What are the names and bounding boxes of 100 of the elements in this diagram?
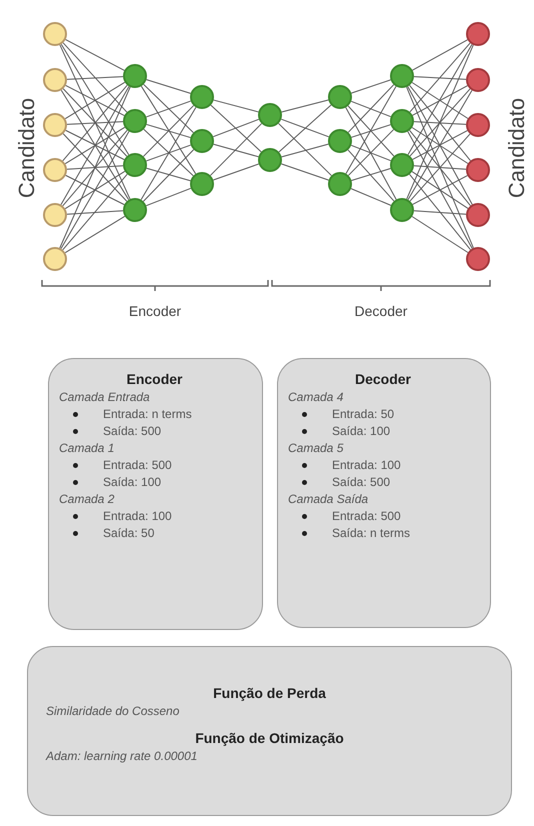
connection-line bbox=[348, 129, 394, 176]
layer-label: Similaridade do Cosseno bbox=[46, 704, 180, 718]
neuron-circle bbox=[328, 129, 352, 153]
neuron-circle bbox=[43, 68, 67, 92]
neuron-circle bbox=[43, 158, 67, 182]
connection-line bbox=[345, 107, 397, 200]
list-item: Entrada: 100 bbox=[332, 458, 401, 472]
connection-line bbox=[64, 216, 126, 254]
connection-line bbox=[143, 84, 194, 134]
connection-line bbox=[345, 86, 397, 174]
connection-line bbox=[60, 130, 130, 250]
connection-line bbox=[213, 100, 259, 112]
list-item: Entrada: 50 bbox=[332, 407, 394, 421]
neuron-circle bbox=[190, 129, 214, 153]
neuron-circle bbox=[43, 113, 67, 137]
neuron-circle bbox=[390, 64, 414, 88]
neuron-circle bbox=[123, 109, 147, 133]
connection-line bbox=[60, 44, 130, 156]
neuron-circle bbox=[466, 68, 490, 92]
connection-line bbox=[281, 144, 329, 158]
section-label: Decoder bbox=[354, 303, 408, 319]
neuron-circle bbox=[43, 247, 67, 271]
card-heading: Função de Perda bbox=[212, 685, 327, 701]
neuron-circle bbox=[123, 198, 147, 222]
connection-line bbox=[62, 174, 128, 250]
info-card bbox=[48, 358, 263, 630]
connection-line bbox=[210, 123, 262, 176]
connection-line bbox=[350, 100, 392, 118]
list-item: Saída: 500 bbox=[332, 475, 390, 489]
layer-label: Camada 1 bbox=[59, 441, 116, 455]
info-card bbox=[277, 358, 491, 628]
connection-line bbox=[213, 144, 259, 158]
card-heading: Função de Otimização bbox=[194, 730, 345, 746]
connection-line bbox=[412, 39, 468, 71]
connection-line bbox=[146, 168, 191, 182]
list-item: Saída: n terms bbox=[332, 526, 410, 540]
connection-line bbox=[348, 105, 394, 157]
axis-label: Candidato bbox=[14, 98, 40, 198]
list-item: Saída: 100 bbox=[103, 475, 162, 489]
connection-line bbox=[140, 106, 196, 200]
connection-line bbox=[62, 42, 128, 113]
connection-line bbox=[412, 216, 468, 253]
connection-line bbox=[212, 118, 260, 138]
list-item: Entrada: 500 bbox=[332, 509, 401, 523]
section-label: Encoder bbox=[128, 303, 182, 319]
info-card bbox=[27, 646, 512, 816]
connection-line bbox=[350, 168, 392, 181]
neuron-circle bbox=[43, 203, 67, 227]
card-heading: Encoder bbox=[125, 371, 184, 387]
neuron-circle bbox=[328, 172, 352, 196]
neuron-circle bbox=[43, 22, 67, 46]
connection-line bbox=[142, 105, 194, 157]
connection-line bbox=[409, 174, 471, 250]
connection-line bbox=[66, 210, 124, 215]
connection-line bbox=[280, 163, 330, 181]
connection-line bbox=[59, 86, 131, 248]
layer-label: Camada 5 bbox=[288, 441, 344, 455]
layer-label: Adam: learning rate 0.00001 bbox=[46, 749, 198, 763]
neuron-circle bbox=[123, 64, 147, 88]
connection-line bbox=[66, 76, 124, 80]
connection-line bbox=[406, 44, 474, 200]
connection-line bbox=[146, 124, 191, 138]
connection-line bbox=[143, 128, 194, 176]
connection-line bbox=[281, 100, 329, 112]
list-item: Entrada: n terms bbox=[103, 407, 192, 421]
card-heading: Decoder bbox=[354, 371, 412, 387]
connection-line bbox=[413, 165, 467, 170]
neuron-circle bbox=[466, 113, 490, 137]
connection-line bbox=[146, 144, 192, 162]
neuron-circle bbox=[328, 85, 352, 109]
connection-line bbox=[142, 149, 194, 202]
connection-line bbox=[66, 121, 124, 125]
neuron-circle bbox=[390, 198, 414, 222]
list-item: Saída: 100 bbox=[332, 424, 390, 438]
layer-label: Camada 4 bbox=[288, 390, 344, 404]
connection-line bbox=[350, 79, 392, 94]
neuron-circle bbox=[466, 203, 490, 227]
layer-label: Camada Entrada bbox=[59, 390, 151, 404]
connection-line bbox=[413, 76, 467, 80]
connection-line bbox=[66, 165, 124, 170]
connection-line bbox=[413, 121, 467, 125]
connection-line bbox=[407, 131, 473, 249]
connection-line bbox=[408, 44, 472, 156]
connection-line bbox=[212, 164, 260, 180]
neuron-circle bbox=[190, 85, 214, 109]
list-item: Entrada: 100 bbox=[103, 509, 172, 523]
connection-line bbox=[409, 42, 471, 112]
neuron-circle bbox=[190, 172, 214, 196]
connection-line bbox=[140, 86, 196, 174]
neuron-circle bbox=[390, 109, 414, 133]
neuron-circle bbox=[258, 103, 282, 127]
neuron-circle bbox=[466, 158, 490, 182]
connection-line bbox=[348, 84, 394, 133]
neuron-circle bbox=[466, 247, 490, 271]
list-item: Entrada: 500 bbox=[103, 458, 172, 472]
axis-label: Candidato bbox=[504, 98, 530, 198]
list-item: Saída: 50 bbox=[103, 526, 154, 540]
connection-line bbox=[350, 188, 392, 206]
connection-line bbox=[278, 122, 332, 176]
neuron-circle bbox=[390, 153, 414, 177]
